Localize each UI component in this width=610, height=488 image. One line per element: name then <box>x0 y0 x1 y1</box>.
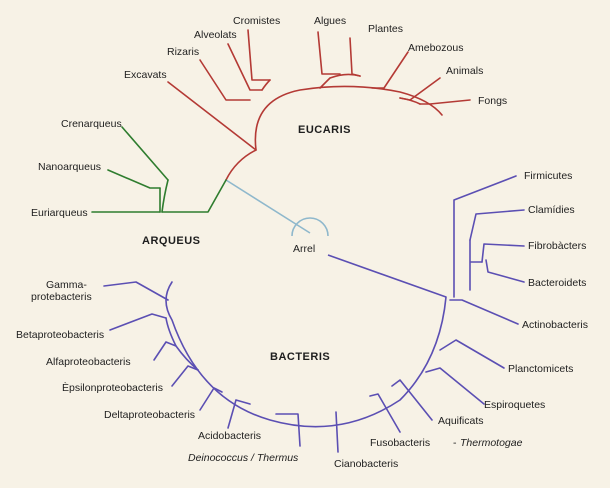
taxon-label-plantes: Plantes <box>368 23 403 35</box>
branch-epsilonproteobacteris <box>171 365 199 387</box>
taxon-label-gammaproteobacteris-line2: protebacteris <box>31 291 92 303</box>
taxon-label-alveolats: Alveolats <box>194 29 237 41</box>
branch-nanoarqueus <box>107 169 161 189</box>
taxon-label-rizaris: Rizaris <box>167 46 199 58</box>
branch-acidobacteris <box>227 399 251 429</box>
branch-bacteroidets <box>485 259 525 283</box>
taxon-label-deltaproteobacteris: Deltaproteobacteris <box>104 409 195 421</box>
archaea-inner-brackets <box>159 179 169 213</box>
subclade-opisthokonts <box>399 97 421 105</box>
branch-actinobacteris <box>449 299 519 325</box>
branch-plantes <box>349 37 361 77</box>
eukaryote-clade <box>167 29 471 181</box>
branch-fusobacteris-thermotogae <box>369 393 401 433</box>
bacteria-clade <box>103 175 525 453</box>
taxon-label-acidobacteris: Acidobacteris <box>198 430 261 442</box>
root-branches <box>225 179 447 298</box>
archaea-clade <box>91 126 227 213</box>
taxon-label-animals: Animals <box>446 65 483 77</box>
taxon-label-thermotogae: Thermotogae <box>460 437 523 449</box>
branch-deinococcus-thermus <box>275 413 301 447</box>
taxon-label-amebozous: Amebozous <box>408 42 463 54</box>
taxon-label-fongs: Fongs <box>478 95 507 107</box>
bacteria-backbone-arc <box>165 281 447 428</box>
root-label: Arrel <box>293 243 315 255</box>
taxon-label-cromistes: Cromistes <box>233 15 280 27</box>
taxon-label-planctomicets: Planctomicets <box>508 363 573 375</box>
branch-fibrobacters <box>481 243 525 263</box>
branch-planctomicets <box>439 339 505 369</box>
eukaryote-backbone-arc <box>225 85 443 181</box>
branch-aquificats <box>391 379 433 421</box>
branch-alveolats <box>227 43 263 91</box>
branch-fongs <box>419 99 471 105</box>
branch-cianobacteris <box>335 411 339 453</box>
branch-amebozous <box>371 51 409 89</box>
branch-alfaproteobacteris <box>153 341 177 361</box>
branch-animals <box>399 77 441 101</box>
taxon-label-betaproteobacteris: Betaproteobacteris <box>16 329 104 341</box>
taxon-label-gammaproteobacteris-line1: Gamma- <box>46 279 87 291</box>
root-arc <box>291 217 329 237</box>
taxon-label-fibrobacters: Fibrobàcters <box>528 240 586 252</box>
branch-deltaproteobacteris <box>199 387 223 411</box>
taxon-label-cianobacteris: Cianobacteris <box>334 458 398 470</box>
branch-clamidies <box>469 209 525 241</box>
taxon-label-euriarqueus: Euriarqueus <box>31 207 88 219</box>
taxon-label-alfaproteobacteris: Alfaproteobacteris <box>46 356 131 368</box>
branch-excavats <box>167 81 257 151</box>
taxon-label-crenarqueus: Crenarqueus <box>61 118 122 130</box>
taxon-label-firmicutes: Firmicutes <box>524 170 572 182</box>
taxon-label-aquificats: Aquificats <box>438 415 484 427</box>
root-to-bacteria-branch <box>327 254 447 298</box>
subclade-proteobacteria <box>165 317 199 371</box>
taxon-label-clamidies: Clamídies <box>528 204 575 216</box>
taxon-label-espiroquetes: Espiroquetes <box>484 399 545 411</box>
archaea-stem <box>161 179 227 213</box>
branch-firmicutes <box>453 175 517 298</box>
taxon-label-bacteroidets: Bacteroidets <box>528 277 586 289</box>
branch-gammaproteobacteris <box>103 281 169 301</box>
taxon-label-fusobacteris: Fusobacteris <box>370 437 430 449</box>
group-label-arqueus: ARQUEUS <box>142 235 201 247</box>
branch-cromistes <box>247 29 271 81</box>
subclade-alveolats-cromistes <box>261 79 271 91</box>
root-to-eucaris-archaea-branch <box>225 179 311 234</box>
branch-betaproteobacteris <box>109 313 167 331</box>
taxon-label-deinococcus-thermus: Deinococcus / Thermus <box>188 452 299 464</box>
subclade-algues-plantes <box>319 73 361 89</box>
taxon-label-algues: Algues <box>314 15 346 27</box>
group-label-eucaris: EUCARIS <box>298 124 351 136</box>
taxon-label-actinobacteris: Actinobacteris <box>522 319 588 331</box>
subclade-fcb <box>469 239 483 291</box>
branch-algues <box>317 31 341 75</box>
taxon-label-nanoarqueus: Nanoarqueus <box>38 161 101 173</box>
taxon-label-fusobacteris-dash: - <box>453 437 457 449</box>
taxon-label-excavats: Excavats <box>124 69 167 81</box>
branch-espiroquetes <box>425 367 485 405</box>
branch-crenarqueus <box>121 126 169 181</box>
branch-rizaris <box>199 59 251 101</box>
taxon-label-epsilonproteobacteris: Èpsilonproteobacteris <box>62 381 163 394</box>
group-label-bacteris: BACTERIS <box>270 351 330 363</box>
